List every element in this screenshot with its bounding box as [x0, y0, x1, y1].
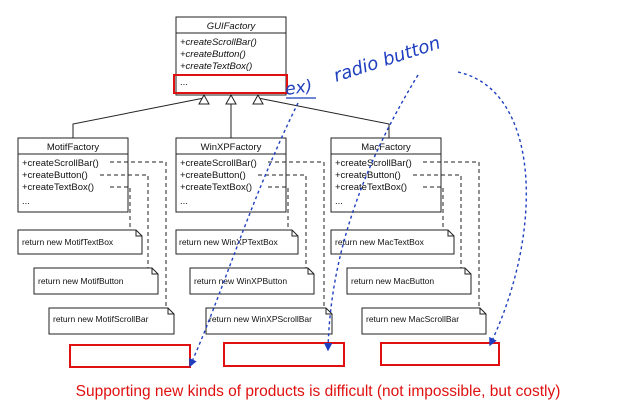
mac-button-note: return new MacButton: [351, 276, 434, 286]
winxp-notes: return new WinXPTextBox return new WinXP…: [175, 229, 333, 335]
caption: Supporting new kinds of products is diff…: [75, 383, 561, 400]
motif-factory-class: MotifFactory +createScrollBar() +createB…: [17, 137, 129, 213]
arrow-to-mac: [457, 71, 527, 347]
motif-method-ellipsis: ...: [22, 196, 30, 207]
winxp-method-ellipsis: ...: [180, 196, 188, 207]
guifactory-method: +createTextBox(): [180, 61, 252, 72]
guifactory-class: GUIFactory +createScrollBar() +createBut…: [173, 16, 288, 96]
mac-factory-title: MacFactory: [361, 142, 411, 153]
handwritten-annotation: ex) radio button: [284, 32, 443, 99]
inheritance-arrows: [72, 93, 390, 138]
motif-method: +createButton(): [22, 170, 88, 181]
guifactory-method-ellipsis: ...: [180, 77, 188, 88]
motif-textbox-note: return new MotifTextBox: [22, 237, 114, 247]
mac-method: +createScrollBar(): [335, 158, 412, 169]
motif-button-note: return new MotifButton: [38, 276, 124, 286]
winxp-method: +createTextBox(): [180, 182, 252, 193]
winxp-factory-title: WinXPFactory: [201, 142, 262, 153]
note-links: [100, 161, 480, 310]
winxp-method: +createScrollBar(): [180, 158, 257, 169]
mac-scrollbar-note: return new MacScrollBar: [366, 314, 459, 324]
mac-new-product-box: [380, 342, 500, 366]
mac-method-ellipsis: ...: [335, 196, 343, 207]
handwritten-radio-button: radio button: [331, 32, 443, 86]
motif-new-product-box: [69, 344, 191, 368]
motif-method: +createScrollBar(): [22, 158, 99, 169]
motif-method: +createTextBox(): [22, 182, 94, 193]
guifactory-method: +createScrollBar(): [180, 37, 257, 48]
winxp-new-product-box: [223, 342, 345, 367]
motif-scrollbar-note: return new MotifScrollBar: [53, 314, 149, 324]
winxp-method: +createButton(): [180, 170, 246, 181]
inheritance-triangle: [198, 93, 210, 105]
motif-notes: return new MotifTextBox return new Motif…: [17, 229, 175, 335]
mac-method: +createTextBox(): [335, 182, 407, 193]
mac-factory-class: MacFactory +createScrollBar() +createBut…: [330, 137, 442, 213]
inheritance-triangle: [225, 93, 237, 105]
inheritance-triangle: [252, 93, 264, 105]
motif-factory-title: MotifFactory: [47, 142, 100, 153]
guifactory-title: GUIFactory: [207, 21, 257, 32]
winxp-button-note: return new WinXPButton: [194, 276, 287, 286]
mac-textbox-note: return new MacTextBox: [335, 237, 425, 247]
handwritten-ex: ex): [284, 76, 314, 100]
arrow-to-winxp: [323, 74, 419, 352]
winxp-textbox-note: return new WinXPTextBox: [179, 237, 278, 247]
winxp-factory-class: WinXPFactory +createScrollBar() +createB…: [175, 137, 287, 213]
guifactory-method: +createButton(): [180, 49, 246, 60]
mac-notes: return new MacTextBox return new MacButt…: [330, 229, 487, 335]
guifactory-highlight-box: [173, 74, 288, 94]
winxp-scrollbar-note: return new WinXPScrollBar: [209, 314, 312, 324]
mac-method: +createButton(): [335, 170, 401, 181]
new-product-placeholders: [69, 342, 500, 368]
handwritten-arrows: [189, 71, 527, 368]
